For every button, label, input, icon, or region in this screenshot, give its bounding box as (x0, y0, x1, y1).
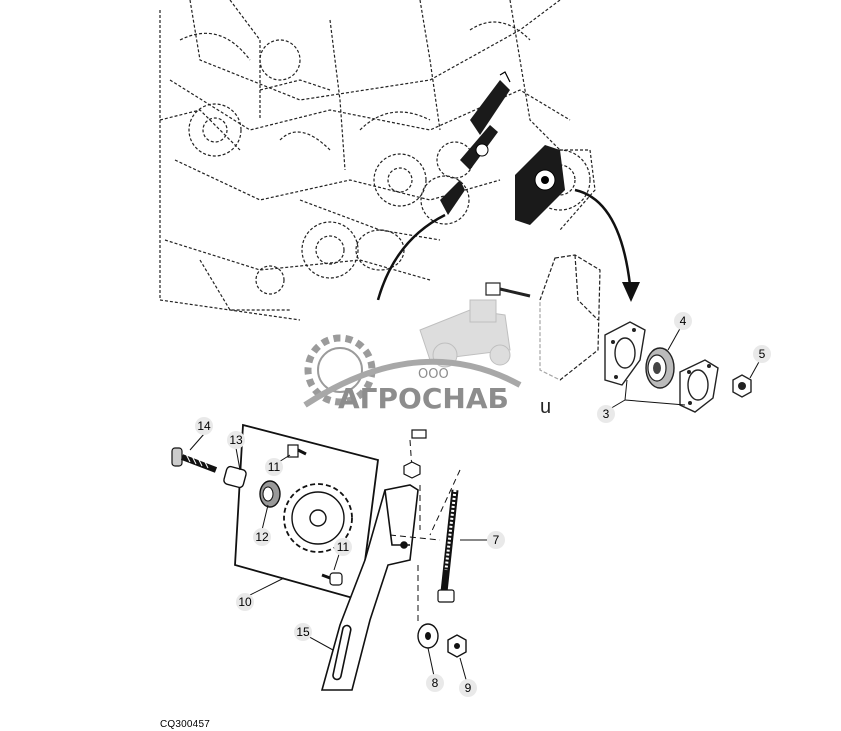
svg-text:3: 3 (603, 407, 610, 421)
callout-14: 14 (195, 417, 213, 435)
bearing-plate-highlight (515, 145, 565, 225)
machine-frame-sketch (159, 0, 596, 321)
nut-9 (447, 634, 467, 658)
nut-5 (732, 374, 752, 398)
leader-lines (189, 324, 761, 684)
watermark-top-text: ООО (418, 367, 449, 382)
bolt-14 (171, 447, 218, 473)
bearing-4 (645, 347, 675, 389)
washer-8 (417, 623, 439, 649)
svg-text:12: 12 (255, 530, 269, 544)
svg-text:11: 11 (337, 540, 350, 554)
bolt-top-arm (403, 429, 427, 479)
figure-code: CQ300457 (160, 719, 210, 730)
bolt-7 (437, 489, 459, 603)
svg-text:10: 10 (238, 595, 252, 609)
svg-text:13: 13 (229, 433, 243, 447)
svg-text:4: 4 (680, 314, 687, 328)
bearing-12 (259, 480, 281, 508)
bolt-11-upper (287, 444, 307, 458)
callout-11-lower: 11 (334, 538, 352, 556)
watermark-logo: ООО АГРОСНАБ u (300, 299, 560, 425)
callout-7: 7 (487, 531, 505, 549)
detail-arrows (376, 188, 632, 301)
callout-9: 9 (459, 679, 477, 697)
spacer-13 (223, 465, 247, 489)
callout-10: 10 (236, 593, 254, 611)
bolt-11-lower (321, 572, 343, 586)
svg-text:7: 7 (493, 533, 500, 547)
tensioner-assembly-highlight (440, 71, 511, 215)
svg-text:9: 9 (465, 681, 472, 695)
svg-text:11: 11 (268, 460, 281, 474)
callout-5: 5 (753, 345, 771, 363)
combine-harvester-icon (419, 299, 511, 368)
arrow-head-icon (622, 282, 640, 302)
callout-12: 12 (253, 528, 271, 546)
tension-arm-15 (320, 484, 419, 691)
callout-13: 13 (227, 431, 245, 449)
svg-text:15: 15 (296, 625, 310, 639)
callout-11-upper: 11 (265, 458, 283, 476)
flange-plate-left (604, 321, 646, 386)
svg-text:5: 5 (759, 347, 766, 361)
svg-text:8: 8 (432, 676, 439, 690)
callout-4: 4 (674, 312, 692, 330)
watermark-main-text: АГРОСНАБ (338, 382, 509, 415)
flange-plate-right (679, 359, 719, 413)
bolt-upper-left (485, 282, 531, 298)
callout-8: 8 (426, 674, 444, 692)
watermark-suffix: u (540, 396, 551, 418)
sprocket-gear (283, 483, 353, 553)
callout-3: 3 (597, 405, 615, 423)
svg-text:14: 14 (197, 419, 211, 433)
callout-15: 15 (294, 623, 312, 641)
